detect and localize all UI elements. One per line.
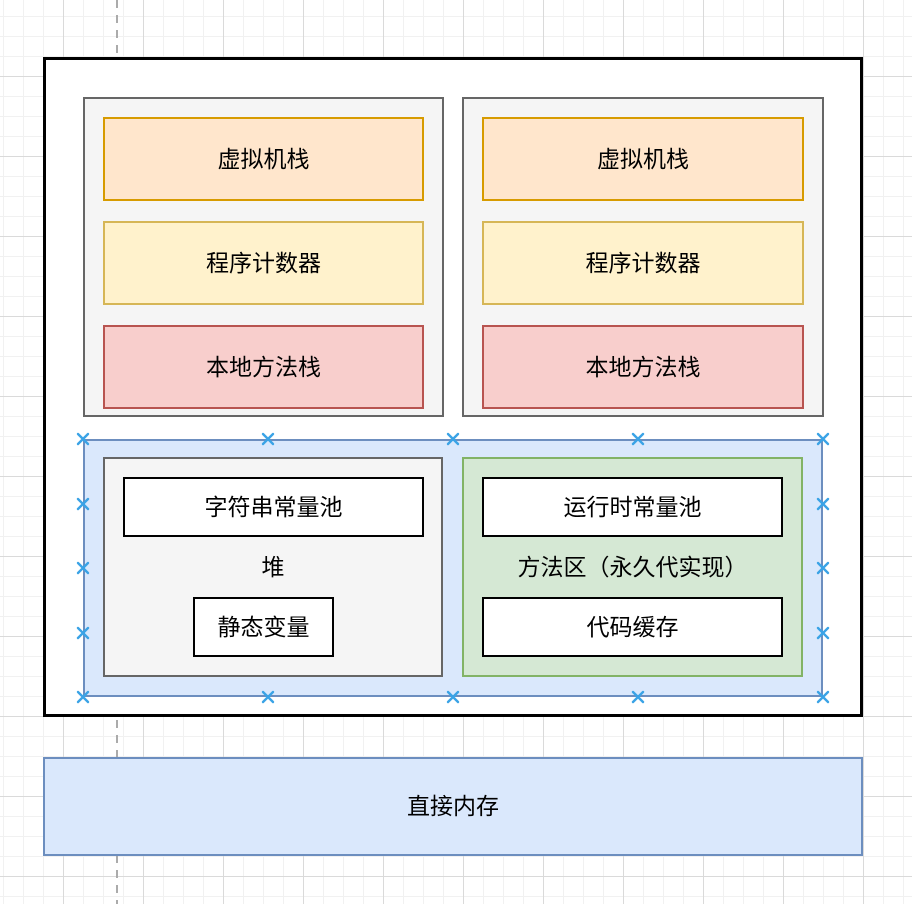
static-variables-box[interactable]: 静态变量 (193, 597, 334, 657)
native-method-stack-label: 本地方法栈 (206, 353, 321, 380)
connection-point-x-icon[interactable] (816, 626, 830, 640)
program-counter-box[interactable]: 程序计数器 (482, 221, 804, 305)
runtime-data-area-selected[interactable]: 字符串常量池 堆 静态变量 运行时常量池 方法区（永久代实现） 代码缓存 (83, 439, 823, 697)
native-method-stack-box[interactable]: 本地方法栈 (103, 325, 424, 409)
connection-point-x-icon[interactable] (446, 690, 460, 704)
heap-panel[interactable]: 字符串常量池 堆 静态变量 (103, 457, 443, 677)
program-counter-box[interactable]: 程序计数器 (103, 221, 424, 305)
connection-point-x-icon[interactable] (631, 690, 645, 704)
program-counter-label: 程序计数器 (206, 249, 321, 276)
direct-memory-label: 直接内存 (407, 793, 499, 820)
connection-point-x-icon[interactable] (76, 561, 90, 575)
native-method-stack-box[interactable]: 本地方法栈 (482, 325, 804, 409)
method-area-title: 方法区（永久代实现） (517, 553, 748, 580)
runtime-constant-pool-label: 运行时常量池 (563, 493, 702, 520)
method-area-panel[interactable]: 运行时常量池 方法区（永久代实现） 代码缓存 (462, 457, 803, 677)
connection-point-x-icon[interactable] (76, 690, 90, 704)
string-constant-pool-box[interactable]: 字符串常量池 (123, 477, 424, 537)
jvm-memory-container[interactable]: 虚拟机栈 程序计数器 本地方法栈 虚拟机栈 程序计数器 本地方法栈 字符串常量池… (43, 57, 863, 717)
connection-point-x-icon[interactable] (816, 432, 830, 446)
thread-stack-group-right[interactable]: 虚拟机栈 程序计数器 本地方法栈 (462, 97, 824, 417)
connection-point-x-icon[interactable] (816, 497, 830, 511)
connection-point-x-icon[interactable] (446, 432, 460, 446)
string-constant-pool-label: 字符串常量池 (204, 493, 343, 520)
heap-title: 堆 (261, 553, 285, 580)
program-counter-label: 程序计数器 (585, 249, 701, 276)
thread-stack-group-left[interactable]: 虚拟机栈 程序计数器 本地方法栈 (83, 97, 444, 417)
code-cache-label: 代码缓存 (586, 613, 679, 640)
static-variables-label: 静态变量 (217, 613, 310, 640)
vm-stack-label: 虚拟机栈 (597, 145, 689, 172)
direct-memory-box[interactable]: 直接内存 (43, 757, 863, 856)
runtime-constant-pool-box[interactable]: 运行时常量池 (482, 477, 783, 537)
connection-point-x-icon[interactable] (76, 432, 90, 446)
connection-point-x-icon[interactable] (631, 432, 645, 446)
native-method-stack-label: 本地方法栈 (585, 353, 701, 380)
connection-point-x-icon[interactable] (76, 626, 90, 640)
connection-point-x-icon[interactable] (261, 690, 275, 704)
vm-stack-box[interactable]: 虚拟机栈 (482, 117, 804, 201)
vm-stack-box[interactable]: 虚拟机栈 (103, 117, 424, 201)
connection-point-x-icon[interactable] (816, 561, 830, 575)
code-cache-box[interactable]: 代码缓存 (482, 597, 783, 657)
connection-point-x-icon[interactable] (76, 497, 90, 511)
connection-point-x-icon[interactable] (816, 690, 830, 704)
connection-point-x-icon[interactable] (261, 432, 275, 446)
vm-stack-label: 虚拟机栈 (217, 145, 310, 172)
